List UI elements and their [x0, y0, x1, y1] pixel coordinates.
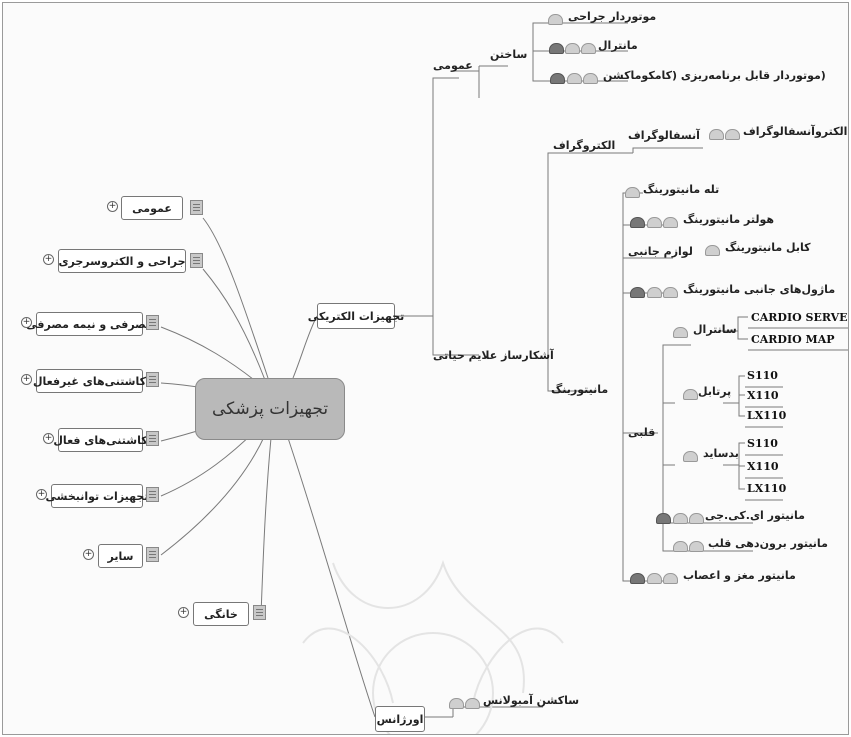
expand-icon[interactable]: + [83, 549, 94, 560]
priority-flag-icon [630, 287, 645, 298]
expand-icon[interactable]: + [43, 433, 54, 444]
priority-flag-icon [689, 541, 704, 552]
node-ambulance-suction[interactable]: ساکشن آمبولانس [483, 694, 580, 707]
note-icon [253, 605, 266, 620]
note-icon [146, 487, 159, 502]
node-bedside-model[interactable]: X110 [747, 460, 779, 473]
node-cardiac-output[interactable]: مانیتور برون‌دهی قلب [708, 537, 828, 550]
priority-flag-icon [647, 217, 662, 228]
expand-icon[interactable]: + [178, 607, 189, 618]
node-brain-monitor[interactable]: مانیتور مغز و اعصاب [683, 569, 796, 582]
node-portable-model[interactable]: X110 [747, 389, 779, 402]
note-icon [146, 547, 159, 562]
priority-flag-icon [449, 698, 464, 709]
note-icon [190, 253, 203, 268]
priority-flag-icon [673, 513, 688, 524]
priority-flag-icon [465, 698, 480, 709]
priority-flag-icon [663, 287, 678, 298]
node-programmable-motor[interactable]: (موتوردار قابل برنامه‌ریزی (کامکوماکشن [603, 69, 826, 82]
expand-icon[interactable]: + [21, 317, 32, 328]
branch-emergency[interactable]: اورژانس [375, 706, 425, 732]
expand-icon[interactable]: + [43, 254, 54, 265]
expand-icon[interactable]: + [21, 374, 32, 385]
left-topic-home[interactable]: خانگی [193, 602, 249, 626]
node-monitoring[interactable]: مانیتورینگ [551, 383, 609, 396]
note-icon [146, 431, 159, 446]
priority-flag-icon [725, 129, 740, 140]
node-electrograph[interactable]: الکتروگراف [553, 139, 616, 152]
left-topic-rehabilitation[interactable]: تجهیزات توانبخشی [46, 484, 148, 508]
note-icon [190, 200, 203, 215]
priority-flag-icon [689, 513, 704, 524]
priority-flag-icon [647, 287, 662, 298]
priority-flag-icon [581, 43, 596, 54]
priority-flag-icon [705, 245, 720, 256]
priority-flag-icon [656, 513, 671, 524]
priority-flag-icon [567, 73, 582, 84]
node-portable[interactable]: پرتابل [698, 385, 732, 398]
left-topic-other[interactable]: سایر [98, 544, 143, 568]
node-bedside-model[interactable]: S110 [747, 437, 778, 450]
priority-flag-icon [663, 217, 678, 228]
left-topic-active-implants[interactable]: کاشتنی‌های فعال [53, 428, 148, 452]
priority-flag-icon [549, 43, 564, 54]
node-central[interactable]: مانترال [598, 39, 638, 52]
node-cardio-map[interactable]: CARDIO MAP [751, 333, 835, 346]
priority-flag-icon [709, 129, 724, 140]
priority-flag-icon [647, 573, 662, 584]
left-topic-surgery[interactable]: جراحی و الکتروسرجری [58, 249, 186, 273]
left-topic-consumables[interactable]: مصرفی و نیمه مصرفی [26, 312, 153, 336]
node-bedside-model[interactable]: LX110 [747, 482, 787, 495]
priority-flag-icon [683, 451, 698, 462]
priority-flag-icon [683, 389, 698, 400]
priority-flag-icon [583, 73, 598, 84]
node-cable[interactable]: کابل مانیتورینگ [725, 241, 811, 254]
left-topic-general[interactable]: عمومی [121, 196, 183, 220]
note-icon [146, 372, 159, 387]
priority-flag-icon [630, 217, 645, 228]
node-portable-model[interactable]: S110 [747, 369, 778, 382]
priority-flag-icon [565, 43, 580, 54]
node-construction[interactable]: ساختن [490, 48, 528, 61]
expand-icon[interactable]: + [107, 201, 118, 212]
node-accessories[interactable]: لوازم جانبی [628, 245, 693, 258]
node-ecg-monitor[interactable]: مانیتور ای.کی.جی [705, 509, 805, 522]
node-surgical-motor[interactable]: موتوردار جراحی [568, 10, 657, 23]
priority-flag-icon [630, 573, 645, 584]
node-vital-signs-detector[interactable]: آشکارساز علایم حیاتی [433, 349, 554, 362]
priority-flag-icon [625, 187, 640, 198]
priority-flag-icon [550, 73, 565, 84]
priority-flag-icon [548, 14, 563, 25]
priority-flag-icon [673, 541, 688, 552]
priority-flag-icon [673, 327, 688, 338]
node-electro-esophagograph[interactable]: الکتروآنسفالوگراف [743, 125, 848, 138]
left-topic-passive-implants[interactable]: کاشتنی‌های غیرفعال [33, 369, 146, 393]
branch-electrical[interactable]: تجهیزات الکتریکی [308, 303, 404, 329]
note-icon [146, 315, 159, 330]
node-general[interactable]: عمومی [433, 59, 473, 72]
node-portable-model[interactable]: LX110 [747, 409, 787, 422]
priority-flag-icon [663, 573, 678, 584]
node-modules[interactable]: ماژول‌های جانبی مانیتورینگ [683, 283, 836, 296]
node-holter[interactable]: هولتر مانیتورینگ [683, 213, 774, 226]
node-cardio-server[interactable]: CARDIO SERVER [751, 311, 849, 324]
expand-icon[interactable]: + [36, 489, 47, 500]
central-topic[interactable]: تجهیزات پزشکی [195, 378, 345, 440]
node-central-station[interactable]: سانترال [693, 323, 737, 336]
node-bedside[interactable]: بدساید [703, 447, 739, 460]
node-cardiac[interactable]: قلبی [628, 426, 656, 439]
node-esophagograph[interactable]: آنسفالوگراف [628, 129, 700, 142]
node-tele-monitoring[interactable]: تله مانیتورینگ [643, 183, 720, 196]
